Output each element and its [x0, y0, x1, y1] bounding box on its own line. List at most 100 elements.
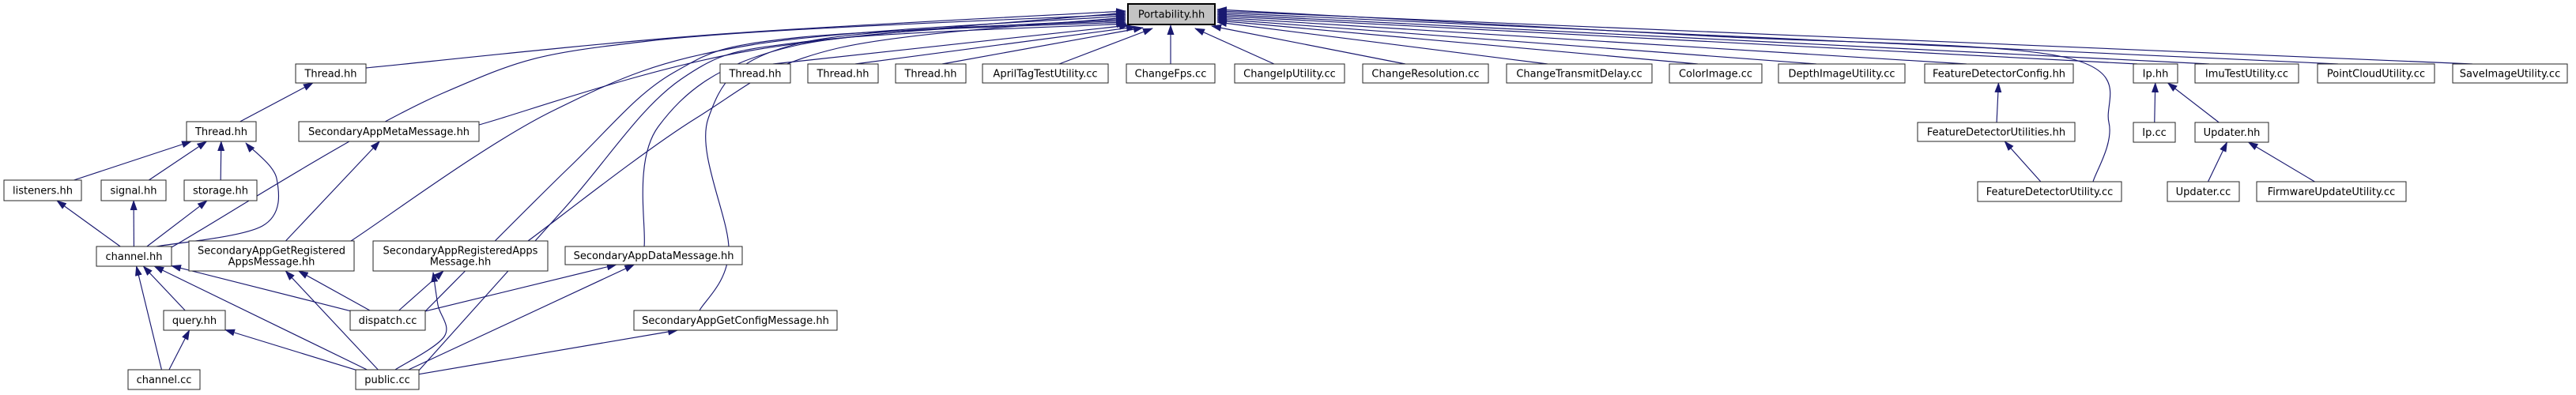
node-thread_c[interactable]: Thread.hh [719, 63, 791, 84]
node-data_msg[interactable]: SecondaryAppDataMessage.hh [564, 246, 743, 265]
node-box[interactable] [349, 310, 426, 331]
node-thread_e[interactable]: Thread.hh [895, 63, 967, 84]
node-dispatch[interactable]: dispatch.cc [349, 310, 426, 331]
node-signal[interactable]: signal.hh [100, 179, 167, 201]
node-box[interactable] [298, 121, 480, 142]
node-label: Ip.cc [2142, 127, 2167, 139]
node-box[interactable] [2194, 63, 2299, 84]
edge-changeres-portability [1211, 24, 1406, 65]
node-label: SecondaryAppGetConfigMessage.hh [642, 315, 829, 327]
node-saveimage[interactable]: SaveImageUtility.cc [2452, 63, 2568, 84]
node-updater_cc[interactable]: Updater.cc [2167, 181, 2240, 202]
edge-signal-thread_b [149, 141, 208, 181]
node-box[interactable] [982, 63, 1109, 84]
node-box[interactable] [2256, 181, 2407, 202]
node-box[interactable] [1977, 181, 2122, 202]
node-label: ImuTestUtility.cc [2205, 69, 2288, 81]
node-colorimage[interactable]: ColorImage.cc [1669, 63, 1763, 84]
node-thread_a[interactable]: Thread.hh [295, 63, 367, 84]
edge-dispatch-channel_hh [171, 265, 351, 312]
node-box[interactable] [2133, 63, 2178, 84]
node-label: Thread.hh [816, 69, 869, 81]
edge-thread_a-portability [365, 8, 1126, 69]
node-fdconfig[interactable]: FeatureDetectorConfig.hh [1924, 63, 2074, 84]
edge-dispatch-data_msg [424, 263, 617, 312]
node-listeners[interactable]: listeners.hh [3, 179, 82, 201]
node-changeip[interactable]: ChangeIpUtility.cc [1234, 63, 1345, 84]
node-changedelay[interactable]: ChangeTransmitDelay.cc [1506, 63, 1653, 84]
node-box[interactable] [1669, 63, 1763, 84]
node-box[interactable] [3, 179, 82, 201]
node-box[interactable] [1917, 122, 2076, 142]
node-label: signal.hh [110, 186, 157, 198]
node-box[interactable] [2194, 122, 2269, 143]
node-box[interactable] [127, 369, 201, 390]
node-get_config[interactable]: SecondaryAppGetConfigMessage.hh [633, 310, 838, 331]
edge-thread_d-portability [854, 24, 1137, 65]
node-label: FeatureDetectorUtility.cc [1986, 186, 2114, 198]
node-box[interactable] [564, 246, 743, 265]
edge-imutest-portability [1216, 11, 2210, 65]
node-box[interactable] [2317, 63, 2435, 84]
node-box[interactable] [1924, 63, 2074, 84]
node-label: Updater.cc [2176, 186, 2231, 198]
node-label: FeatureDetectorUtilities.hh [1927, 127, 2065, 139]
node-label: SecondaryAppMetaMessage.hh [308, 126, 470, 138]
node-channel_hh[interactable]: channel.hh [96, 246, 172, 267]
node-pointcloud[interactable]: PointCloudUtility.cc [2317, 63, 2435, 84]
node-box[interactable] [1126, 63, 1216, 84]
node-box[interactable] [163, 310, 226, 331]
node-imutest[interactable]: ImuTestUtility.cc [2194, 63, 2299, 84]
node-box[interactable] [1506, 63, 1653, 84]
edge-fdutility-portability [1216, 6, 2111, 182]
node-box [1127, 3, 1216, 25]
node-box[interactable] [719, 63, 791, 84]
node-box[interactable] [895, 63, 967, 84]
node-box[interactable] [2133, 122, 2176, 143]
node-box[interactable] [96, 246, 172, 267]
edge-channel_hh-listeners [56, 200, 121, 247]
node-box[interactable] [188, 240, 355, 272]
node-box[interactable] [807, 63, 879, 84]
node-box[interactable] [100, 179, 167, 201]
node-apriltag[interactable]: AprilTagTestUtility.cc [982, 63, 1109, 84]
node-box[interactable] [183, 179, 258, 201]
edge-query-channel_hh [142, 265, 186, 311]
node-public[interactable]: public.cc [355, 369, 420, 390]
node-box[interactable] [1778, 63, 1906, 84]
node-box[interactable] [1234, 63, 1345, 84]
node-box[interactable] [2452, 63, 2568, 84]
node-box[interactable] [1362, 63, 1489, 84]
node-updater_hh[interactable]: Updater.hh [2194, 122, 2269, 143]
node-label: FirmwareUpdateUtility.cc [2268, 186, 2395, 198]
node-ip_cc[interactable]: Ip.cc [2133, 122, 2176, 143]
node-thread_d[interactable]: Thread.hh [807, 63, 879, 84]
node-label: Ip.hh [2143, 69, 2169, 81]
node-box[interactable] [372, 240, 549, 272]
node-label: channel.cc [137, 374, 192, 386]
node-label: Updater.hh [2204, 127, 2261, 139]
edge-firmware-updater_hh [2247, 141, 2315, 182]
node-firmware[interactable]: FirmwareUpdateUtility.cc [2256, 181, 2407, 202]
node-changeres[interactable]: ChangeResolution.cc [1362, 63, 1489, 84]
node-thread_b[interactable]: Thread.hh [186, 121, 257, 142]
edge-channel_hh-portability [171, 11, 1126, 248]
node-storage[interactable]: storage.hh [183, 179, 258, 201]
node-ip_hh[interactable]: Ip.hh [2133, 63, 2178, 84]
node-label: AprilTagTestUtility.cc [993, 69, 1097, 81]
node-box[interactable] [186, 121, 257, 142]
node-box[interactable] [295, 63, 367, 84]
node-channel_cc[interactable]: channel.cc [127, 369, 201, 390]
node-meta[interactable]: SecondaryAppMetaMessage.hh [298, 121, 480, 142]
node-fdutilities[interactable]: FeatureDetectorUtilities.hh [1917, 122, 2076, 142]
node-changefps[interactable]: ChangeFps.cc [1126, 63, 1216, 84]
node-box[interactable] [633, 310, 838, 331]
edge-fdutilities-fdconfig [1994, 82, 2002, 123]
node-query[interactable]: query.hh [163, 310, 226, 331]
node-box[interactable] [355, 369, 420, 390]
node-depthimage[interactable]: DepthImageUtility.cc [1778, 63, 1906, 84]
node-box[interactable] [2167, 181, 2240, 202]
node-fdutility[interactable]: FeatureDetectorUtility.cc [1977, 181, 2122, 202]
